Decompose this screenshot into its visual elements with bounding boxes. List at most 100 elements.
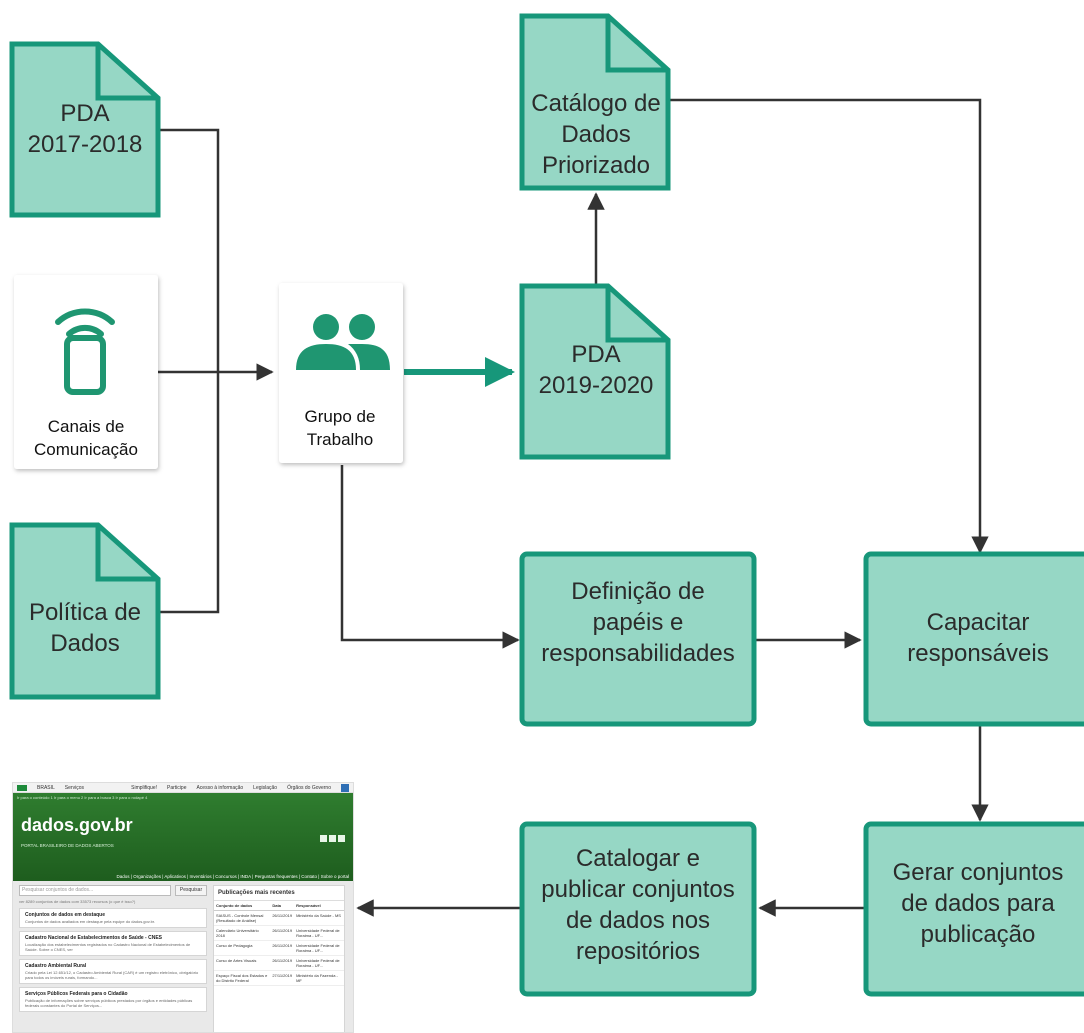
doc-politica-line-2: Dados (50, 630, 119, 657)
doc-catalogo-line-3: Priorizado (542, 152, 650, 179)
doc-pda-2017-line-1: PDA (60, 100, 109, 127)
box-gerar-line-1: Gerar conjuntos (893, 859, 1064, 886)
table-cell: Curso de Artes Visuais (214, 955, 271, 971)
people-group-icon (296, 314, 390, 370)
svg-text:de dados nos: de dados nos (566, 907, 710, 934)
portal-subtitle: PORTAL BRASILEIRO DE DADOS ABERTOS (21, 843, 114, 848)
featured-card: Cadastro Ambiental Rural Criado pela Lei… (19, 959, 207, 984)
box-catalogar-line-1: Catalogar e (576, 845, 700, 872)
rss-icon (320, 835, 327, 842)
doc-pda-2019-line-1: PDA (571, 341, 620, 368)
doc-catalogo-priorizado: Catálogo de Dados Priorizado (519, 13, 671, 191)
table-cell: Ministério da Fazenda - MF (294, 970, 344, 986)
table-header: Conjunto de dados (214, 901, 271, 911)
box-catalogar-line-3: de dados nos (566, 907, 710, 934)
gov-servicos: Serviços (64, 784, 84, 791)
accessibility-icon (341, 783, 349, 792)
featured-card-desc: Localização dos estabelecimentos registr… (25, 942, 191, 952)
connectors (158, 98, 989, 917)
card-canais-line-2: Comunicação (34, 440, 138, 459)
svg-text:PDA: PDA (571, 341, 620, 368)
table-cell: Universidade Federal de Roraima - UF... (294, 940, 344, 956)
svg-text:Catálogo de: Catálogo de (531, 90, 660, 117)
featured-card-title: Cadastro Nacional de Estabelecimentos de… (25, 935, 162, 941)
table-header: Data (270, 901, 295, 911)
table-cell: 26/11/2019 (270, 940, 295, 956)
box-catalogar-publicar: Catalogar e publicar conjuntos de dados … (519, 821, 757, 997)
table-header-row: Conjunto de dados Data Responsável (214, 901, 344, 911)
brazil-flag-icon (17, 784, 27, 791)
svg-text:Canais de: Canais de (48, 417, 125, 436)
svg-text:Comunicação: Comunicação (34, 440, 138, 459)
table-cell: 26/11/2019 (270, 925, 295, 941)
doc-politica-line-1: Política de (29, 599, 141, 626)
gov-link: Simplifique! (131, 784, 158, 791)
table-cell: Calendário Universitário 2018 (214, 925, 271, 941)
svg-text:repositórios: repositórios (576, 938, 700, 965)
table-cell: Universidade Federal de Roraima - UF... (294, 925, 344, 941)
box-gerar-line-2: de dados para (901, 890, 1055, 917)
svg-text:Capacitar: Capacitar (927, 609, 1030, 636)
card-grupo-line-1: Grupo de (305, 407, 376, 426)
svg-text:publicação: publicação (921, 921, 1036, 948)
box-definicao-papeis: Definição de papéis e responsabilidades (519, 551, 757, 727)
svg-text:Catalogar e: Catalogar e (576, 845, 700, 872)
doc-pda-2019-line-2: 2019-2020 (539, 372, 654, 399)
portal-banner: Ir para o conteúdo 1 Ir para o menu 2 Ir… (13, 793, 353, 881)
gov-link: Participe (167, 784, 187, 791)
doc-pda-2017-line-2: 2017-2018 (28, 131, 143, 158)
table-cell: Ministério da Saúde - MS (294, 910, 344, 926)
svg-text:de dados para: de dados para (901, 890, 1055, 917)
table-row: Curso de Artes Visuais 26/11/2019 Univer… (214, 955, 344, 971)
search-button: Pesquisar (175, 885, 207, 896)
table-row: Curso de Pedagogia 26/11/2019 Universida… (214, 940, 344, 956)
svg-text:2017-2018: 2017-2018 (28, 131, 143, 158)
social-icons (320, 835, 345, 842)
svg-text:responsabilidades: responsabilidades (541, 640, 734, 667)
featured-card: Conjuntos de dados em destaque Conjuntos… (19, 908, 207, 928)
gov-link: Acesso à informação (196, 784, 244, 791)
card-grupo-trabalho: Grupo de Trabalho (279, 283, 403, 463)
connector-politica-to-grupo (158, 372, 220, 614)
table-header: Responsável (294, 901, 344, 911)
box-capacitar-line-2: responsáveis (907, 640, 1048, 667)
gov-link: Órgãos do Governo (287, 784, 331, 791)
card-canais-comunicacao: Canais de Comunicação (14, 275, 158, 469)
doc-pda-2017: PDA 2017-2018 (9, 41, 161, 218)
connector-pda2017-to-grupo (158, 128, 220, 372)
card-canais-line-1: Canais de (48, 417, 125, 436)
box-definicao-line-1: Definição de (571, 578, 704, 605)
dataset-count: ver 8289 conjuntos de dados com 33573 re… (19, 899, 136, 904)
doc-politica-dados: Política de Dados (9, 522, 161, 700)
doc-catalogo-line-1: Catálogo de (531, 90, 660, 117)
search-input: Pesquisar conjuntos de dados... (19, 885, 171, 896)
svg-text:responsáveis: responsáveis (907, 640, 1048, 667)
table-cell: 26/11/2019 (270, 910, 295, 926)
featured-card-title: Cadastro Ambiental Rural (25, 963, 87, 969)
table-cell: 26/11/2019 (270, 955, 295, 971)
portal-screenshot: BRASIL Serviços Simplifique! Participe A… (12, 782, 354, 1033)
featured-card-desc: Conjuntos de dados avaliados em destaque… (25, 919, 156, 924)
featured-card-desc: Criado pela Lei 12.651/12, o Cadastro Am… (25, 970, 199, 980)
table-row: Calendário Universitário 2018 26/11/2019… (214, 925, 344, 941)
table-cell: Curso de Pedagogia (214, 940, 271, 956)
portal-menu: Dados | Organizações | Aplicativos | Inv… (116, 874, 349, 879)
portal-left-column: Pesquisar conjuntos de dados... Pesquisa… (19, 885, 207, 1032)
phone-signal-icon (55, 308, 115, 395)
svg-text:Dados: Dados (561, 121, 630, 148)
box-gerar-conjuntos: Gerar conjuntos de dados para publicação (863, 821, 1084, 997)
featured-card-desc: Publicação de informações sobre serviços… (25, 998, 193, 1008)
doc-catalogo-line-2: Dados (561, 121, 630, 148)
card-grupo-line-2: Trabalho (307, 430, 373, 449)
svg-text:Gerar conjuntos: Gerar conjuntos (893, 859, 1064, 886)
box-capacitar-line-1: Capacitar (927, 609, 1030, 636)
portal-logo: dados.gov.br (21, 815, 133, 835)
connector-grupo-to-definicao (340, 465, 520, 649)
box-definicao-line-3: responsabilidades (541, 640, 734, 667)
gov-label: BRASIL (37, 784, 55, 791)
portal-search: Pesquisar conjuntos de dados... Pesquisa… (19, 885, 207, 896)
access-bar: Ir para o conteúdo 1 Ir para o menu 2 Ir… (17, 795, 148, 800)
svg-text:Priorizado: Priorizado (542, 152, 650, 179)
table-cell: Espaço Fiscal dos Estados e do Distrito … (214, 970, 271, 986)
